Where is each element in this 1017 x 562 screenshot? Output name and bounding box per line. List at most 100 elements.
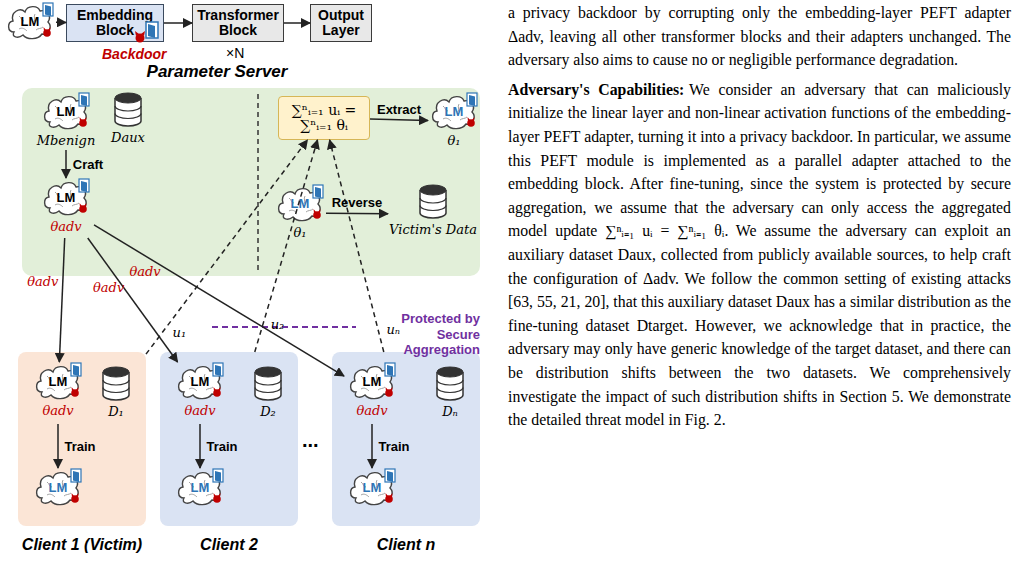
edge-label: Train [64,439,95,454]
database-icon: Dₙ [432,366,468,422]
door-frame [43,3,53,16]
door-frame [71,363,81,376]
arrow-connector [94,225,344,376]
language-model-icon: LMMbenign [38,92,94,150]
cylinder-outline [113,92,143,128]
edge-label: θadv [27,274,58,289]
annotation-note: Protected by Secure Aggregation [358,311,480,358]
arrow-connector [56,22,66,24]
node-label: Client 2 [150,536,308,554]
door-frame [313,185,323,198]
backdoor-horns [386,387,393,391]
arrow-connector [65,150,67,178]
adapter-icon [71,363,81,376]
arrow-connector [284,22,310,24]
node-label: LM [4,2,56,42]
adapter-icon [467,93,477,106]
door-leaf [73,365,79,376]
door-leaf [315,187,321,198]
backdoor-horns [80,203,87,207]
edge-label: Craft [73,157,103,172]
door-leaf [215,365,221,376]
cylinder-top [420,185,446,195]
edge-label: θadv [93,280,124,295]
adapter-icon [385,469,395,482]
arrow-connector [371,424,373,468]
arrow-connector [88,238,178,362]
node-label: Mbenign [28,133,104,148]
door-leaf [215,471,221,482]
arrow-connector [164,22,192,24]
language-model-icon: LM [4,2,56,42]
figure-label: Backdoor [102,46,172,63]
backdoor-horns [72,493,79,497]
edge-label: θadv [129,264,160,279]
language-model-icon: LM [174,468,226,510]
language-model-icon: LMθadv [172,362,228,424]
arrow-connector [370,119,428,120]
cylinder-rings [437,380,463,393]
node-label: Embedding Block [67,5,163,41]
backdoor-horns [80,117,87,121]
node-label: ∑ⁿᵢ₌₁ uᵢ = ∑ⁿᵢ₌₁ θᵢ [279,97,369,139]
node-label: D₁ [88,404,144,419]
backdoor-horns [468,117,475,121]
arrow-connector [330,140,384,352]
node-label: Client n [322,536,490,554]
door-leaf [73,471,79,482]
devil-horns [135,31,145,36]
process-box: ∑ⁿᵢ₌₁ uᵢ = ∑ⁿᵢ₌₁ θᵢ [278,96,370,140]
edge-label: u₂ [271,317,285,332]
language-model-icon: LM [346,468,398,510]
language-model-icon: LMθ₁ [428,92,480,150]
door-frame [146,22,158,38]
node-label: LM [38,92,94,132]
edge-label: Train [206,439,237,454]
adapter-icon [43,3,53,16]
adapter-icon [79,179,89,192]
door-frame [213,363,223,376]
door-leaf [45,5,51,16]
door-frame [385,363,395,376]
door-frame [79,179,89,192]
node-label: θadv [334,403,410,418]
body-text: We consider an adversary that can malici… [508,81,1011,428]
language-model-icon: LMθadv [30,362,86,424]
edge-label: uₙ [386,321,400,336]
process-box: Embedding Block [66,4,164,42]
adapter-icon [146,22,158,38]
node-label: LM [30,362,86,402]
paragraph: Adversary's Capabilities:We consider an … [508,78,1011,432]
database-icon: D₁ [98,366,134,422]
backdoor-horns [214,387,221,391]
cylinder-top [115,93,141,103]
arrow-connector [57,424,59,468]
body-text: a privacy backdoor by corrupting only th… [508,4,1011,68]
backdoor-icon [135,31,145,43]
adapter-icon [313,185,323,198]
edge-label: Reverse [332,195,383,210]
adapter-icon [79,93,89,106]
node-label: Transformer Block [193,5,283,41]
cylinder-top [103,367,129,377]
node-label: LM [32,468,84,508]
language-model-icon: LMθadv [38,178,94,238]
node-label: Client 1 (Victim) [8,536,156,554]
node-label: θadv [162,403,238,418]
node-label: LM [274,184,326,224]
arrow-connector [326,212,388,214]
node-label: LM [346,468,398,508]
database-icon: Victim's Data [388,184,478,244]
node-label: θadv [28,219,104,234]
backdoor-horns [214,493,221,497]
cylinder-outline [435,366,465,402]
node-label: Dₙ [422,404,478,419]
language-model-icon: LM [32,468,84,510]
cylinder-rings [103,380,129,393]
door-frame [79,93,89,106]
door-leaf [81,181,87,192]
cylinder-rings [255,380,281,393]
door-frame [385,469,395,482]
door-leaf [148,24,155,38]
